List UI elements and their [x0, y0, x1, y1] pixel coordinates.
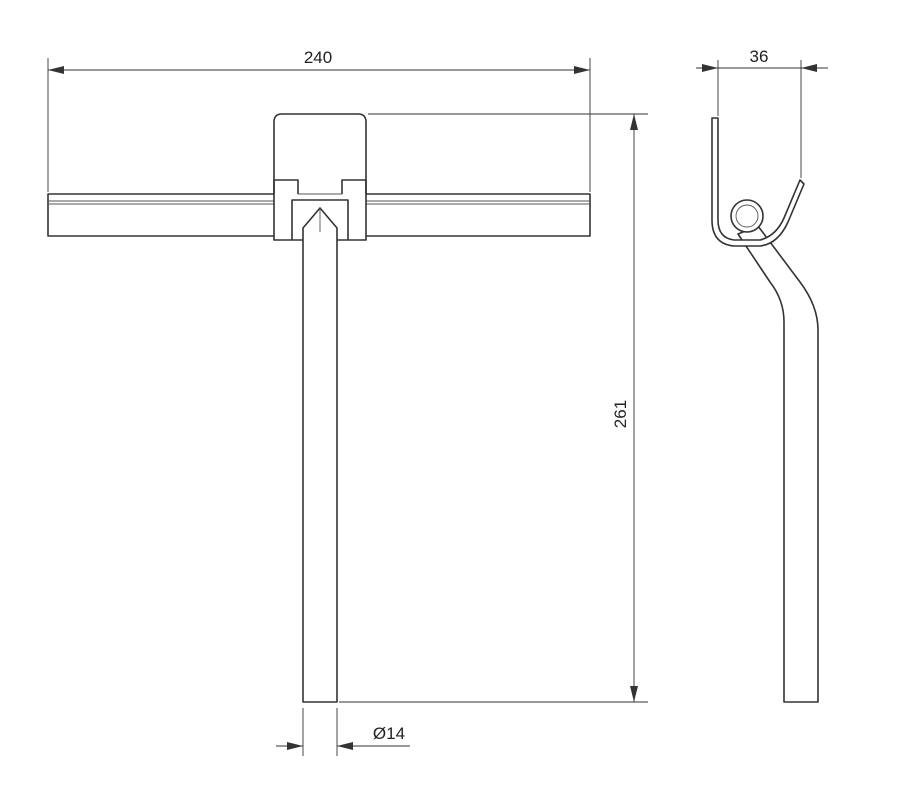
front-view	[47, 113, 591, 703]
height-dimension: 261	[339, 113, 648, 703]
width-dimension: 240	[47, 48, 591, 192]
handle-rod	[302, 207, 338, 703]
height-value: 261	[611, 400, 630, 428]
diameter-value: Ø14	[373, 724, 405, 743]
side-blade-inner	[735, 204, 759, 228]
diameter-dimension: Ø14	[276, 708, 410, 756]
depth-dimension: 36	[696, 47, 828, 178]
side-view	[711, 117, 819, 703]
depth-value: 36	[750, 47, 769, 66]
blade-holder	[273, 113, 367, 241]
width-value: 240	[304, 48, 332, 67]
side-handle	[737, 225, 819, 703]
side-clip	[711, 117, 805, 247]
